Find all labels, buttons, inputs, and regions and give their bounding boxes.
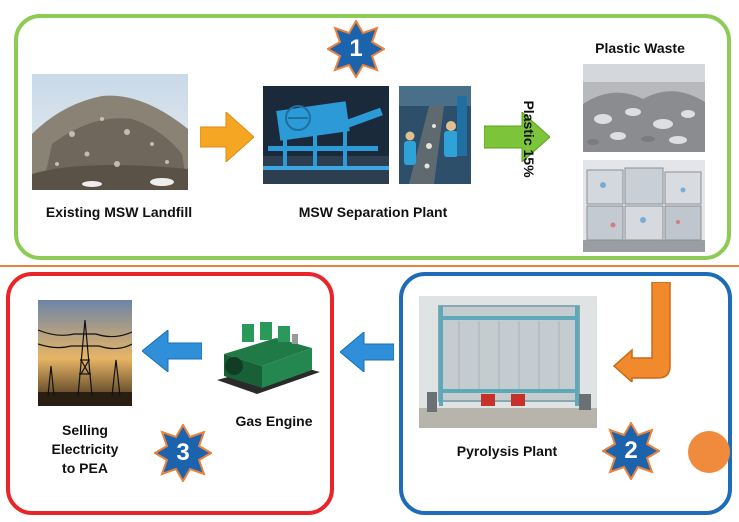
conveyor-machine-photo	[263, 86, 389, 184]
flow-arrow-engine-to-electricity	[142, 330, 202, 372]
gas-engine-photo	[212, 314, 322, 400]
stage1-panel	[14, 14, 731, 260]
orange-dot	[688, 431, 730, 473]
step-1-badge: 1	[327, 20, 385, 78]
gas-engine-label: Gas Engine	[235, 413, 313, 429]
flow-arrow-plastic-to-pyrolysis	[612, 282, 674, 382]
power-tower-photo	[38, 300, 132, 406]
step-2-number: 2	[624, 437, 638, 464]
separation-label: MSW Separation Plant	[298, 204, 448, 220]
landfill-label: Existing MSW Landfill	[45, 204, 193, 220]
selling-label: Selling Electricity to PEA	[30, 421, 140, 478]
plastic-bales-photo	[583, 160, 705, 252]
landfill-photo	[32, 74, 188, 190]
selling-line-3: to PEA	[62, 460, 108, 476]
selling-line-1: Selling	[62, 422, 108, 438]
section-divider	[0, 265, 739, 267]
plastic-waste-label: Plastic Waste	[595, 40, 685, 56]
step-1-number: 1	[349, 35, 363, 62]
plastic-percent-label: Plastic 15%	[521, 100, 537, 178]
sorting-line-photo	[399, 86, 471, 184]
flow-arrow-pyrolysis-to-engine	[340, 332, 394, 372]
pyrolysis-label: Pyrolysis Plant	[456, 443, 558, 459]
stage2-panel	[399, 272, 732, 515]
step-2-badge: 2	[602, 422, 660, 480]
selling-line-2: Electricity	[51, 441, 119, 457]
stage3-panel	[6, 272, 334, 515]
pyrolysis-plant-photo	[419, 296, 597, 428]
flow-arrow-separation-to-plastic	[484, 112, 550, 162]
step-3-number: 3	[176, 439, 190, 466]
plastic-waste-photo	[583, 64, 705, 152]
step-3-badge: 3	[154, 424, 212, 482]
flow-arrow-landfill-to-separation	[200, 112, 254, 162]
